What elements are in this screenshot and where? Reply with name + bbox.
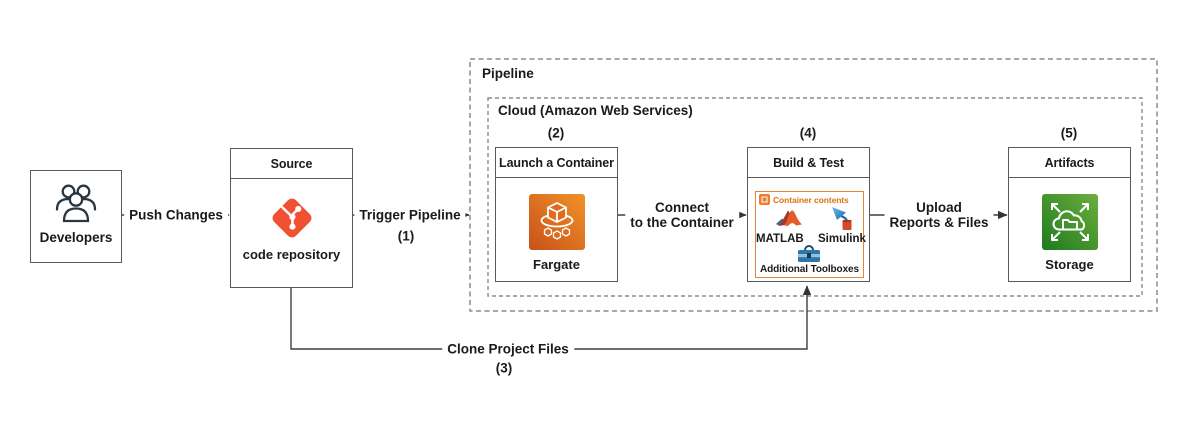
upload-reports-line2: Reports & Files bbox=[889, 215, 989, 230]
upload-reports-label: Upload Reports & Files bbox=[884, 200, 994, 230]
source-node: Source code repository bbox=[230, 148, 353, 288]
developers-icon bbox=[55, 184, 97, 223]
build-test-title: Build & Test bbox=[748, 148, 869, 178]
build-test-node: Build & Test Container contents bbox=[747, 147, 870, 282]
push-changes-label: Push Changes bbox=[124, 207, 228, 223]
step-3-label: (3) bbox=[495, 360, 513, 376]
step-1-label: (1) bbox=[397, 228, 415, 244]
launch-container-title: Launch a Container bbox=[496, 148, 617, 178]
developers-label: Developers bbox=[39, 230, 113, 245]
container-contents-title: Container contents bbox=[773, 194, 849, 205]
developers-node: Developers bbox=[30, 170, 122, 263]
step-4-label: (4) bbox=[799, 125, 817, 141]
matlab-icon bbox=[776, 210, 802, 226]
trigger-pipeline-label: Trigger Pipeline bbox=[354, 207, 466, 223]
fargate-caption: Fargate bbox=[533, 257, 580, 272]
connect-container-line2: to the Container bbox=[630, 215, 734, 230]
git-icon bbox=[271, 198, 312, 238]
cloud-group-label: Cloud (Amazon Web Services) bbox=[498, 103, 693, 118]
pipeline-group-border bbox=[469, 58, 1158, 312]
connect-container-label: Connect to the Container bbox=[625, 200, 739, 230]
simulink-label: Simulink bbox=[818, 233, 866, 245]
artifacts-node: Artifacts Storag bbox=[1008, 147, 1131, 282]
container-icon bbox=[759, 194, 770, 205]
connect-container-line1: Connect bbox=[655, 200, 709, 215]
step-5-label: (5) bbox=[1060, 125, 1078, 141]
storage-caption: Storage bbox=[1045, 257, 1094, 272]
simulink-icon bbox=[832, 207, 852, 230]
storage-icon bbox=[1041, 194, 1098, 250]
source-caption: code repository bbox=[242, 247, 341, 262]
matlab-label: MATLAB bbox=[756, 233, 804, 245]
step-2-label: (2) bbox=[547, 125, 565, 141]
artifacts-title: Artifacts bbox=[1009, 148, 1130, 178]
toolbox-icon bbox=[798, 245, 820, 262]
launch-container-node: Launch a Container bbox=[495, 147, 618, 282]
clone-project-label: Clone Project Files bbox=[442, 341, 574, 357]
upload-reports-line1: Upload bbox=[916, 200, 962, 215]
fargate-icon bbox=[528, 194, 585, 250]
container-contents-box: Container contents MATLAB bbox=[755, 191, 866, 278]
source-title: Source bbox=[231, 149, 352, 179]
cloud-group-border bbox=[487, 97, 1143, 297]
pipeline-group-label: Pipeline bbox=[482, 66, 534, 81]
additional-toolboxes-label: Additional Toolboxes bbox=[760, 264, 859, 275]
